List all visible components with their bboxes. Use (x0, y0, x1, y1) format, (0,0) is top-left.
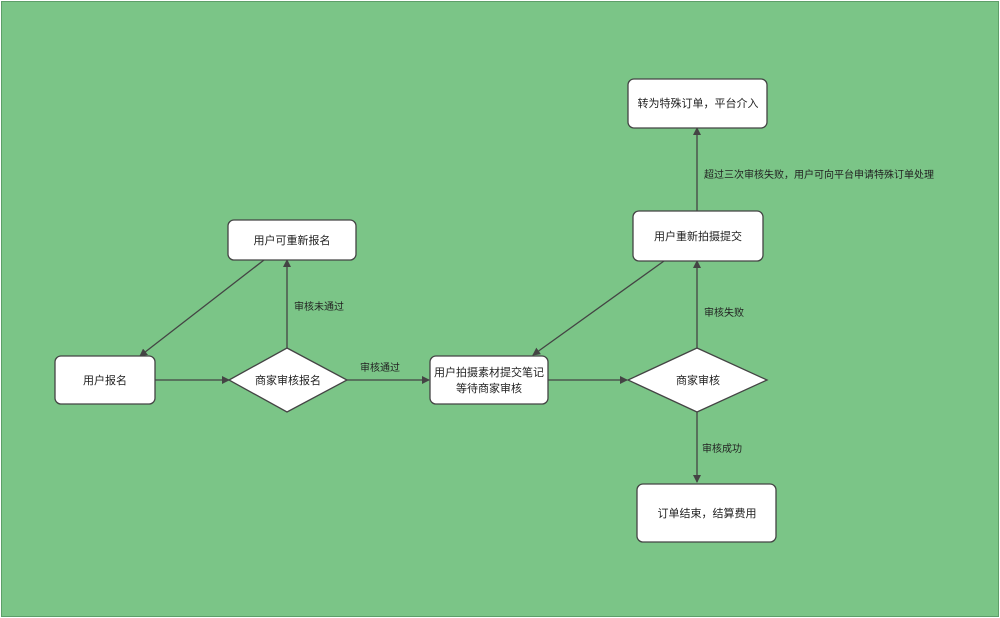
edge-resignup-to-signup (139, 259, 265, 357)
node-user-resignup: 用户可重新报名 (227, 219, 357, 261)
node-user-shoot-label-1: 用户拍摄素材提交笔记 (434, 365, 544, 379)
node-order-complete: 订单结束，结算费用 (636, 483, 777, 543)
node-user-reshoot: 用户重新拍摄提交 (632, 210, 764, 262)
edge-reshoot-to-shoot (532, 260, 665, 356)
node-special-order-label: 转为特殊订单，平台介入 (638, 96, 759, 110)
node-user-shoot-label-2: 等待商家审核 (456, 381, 522, 395)
node-merchant-review-label: 商家审核 (676, 373, 720, 387)
node-user-signup: 用户报名 (54, 355, 156, 405)
node-order-complete-label: 订单结束，结算费用 (658, 506, 757, 520)
node-user-reshoot-label: 用户重新拍摄提交 (654, 229, 742, 243)
node-user-resignup-label: 用户可重新报名 (254, 233, 331, 247)
node-merchant-review-signup-label: 商家审核报名 (255, 373, 321, 387)
label-audit-failed: 审核失败 (704, 306, 744, 319)
label-review-passed: 审核通过 (360, 361, 400, 374)
label-audit-success: 审核成功 (702, 442, 742, 455)
node-user-signup-label: 用户报名 (83, 373, 127, 387)
node-merchant-review: 商家审核 (626, 347, 769, 413)
label-three-failures: 超过三次审核失败，用户可向平台申请特殊订单处理 (704, 168, 934, 181)
node-user-shoot: 用户拍摄素材提交笔记 等待商家审核 (429, 355, 549, 405)
node-merchant-review-signup: 商家审核报名 (227, 347, 349, 413)
node-special-order: 转为特殊订单，平台介入 (627, 78, 768, 129)
label-review-failed: 审核未通过 (294, 300, 344, 313)
edges (139, 127, 701, 483)
